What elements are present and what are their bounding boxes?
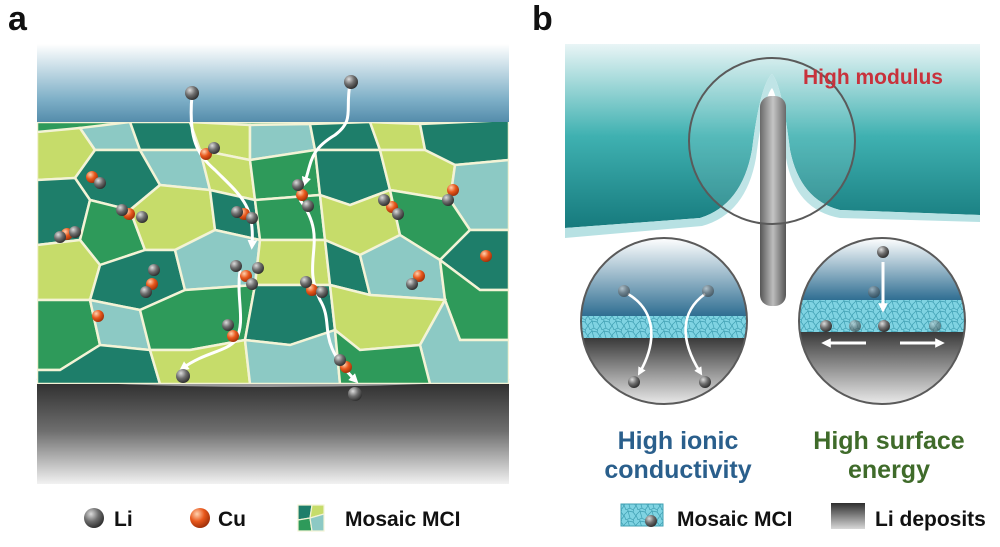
li-atom xyxy=(116,204,128,216)
ionic-label-line1: High ionic xyxy=(618,427,739,455)
li-atom xyxy=(292,179,304,191)
li-atom xyxy=(69,226,81,238)
li-atom xyxy=(378,194,390,206)
li-atom xyxy=(300,276,312,288)
mosaic-layer-strip xyxy=(581,316,747,338)
li-atom xyxy=(316,286,328,298)
cu-atom xyxy=(413,270,425,282)
li-atom xyxy=(246,212,258,224)
legend-a-label-cu: Cu xyxy=(218,508,246,531)
li-atom xyxy=(628,376,640,388)
li-atom-icon xyxy=(84,508,104,528)
li-atom xyxy=(392,208,404,220)
li-atom xyxy=(618,285,630,297)
li-atom xyxy=(877,246,889,258)
li-atom xyxy=(231,206,243,218)
li-atom xyxy=(208,142,220,154)
li-atom xyxy=(348,387,362,401)
li-atom xyxy=(645,515,657,527)
cu-atom xyxy=(296,189,308,201)
surface-energy-zoom xyxy=(798,237,966,405)
li-atom xyxy=(849,320,861,332)
li-atom xyxy=(230,260,242,272)
li-atom xyxy=(222,319,234,331)
li-atom xyxy=(148,264,160,276)
mosaic-mci-layer xyxy=(37,122,509,384)
li-atom xyxy=(820,320,832,332)
surface-label-line2: energy xyxy=(848,456,930,484)
li-atom xyxy=(344,75,358,89)
li-metal-anode xyxy=(37,378,509,484)
li-atom xyxy=(136,211,148,223)
li-atom xyxy=(699,376,711,388)
high-modulus-zoom-circle xyxy=(688,57,856,225)
li-atom xyxy=(252,262,264,274)
panel-label-b: b xyxy=(532,0,553,38)
ionic-label-line2: conductivity xyxy=(604,456,751,484)
li-atom xyxy=(176,369,190,383)
li-dendrite xyxy=(760,96,786,306)
li-atom xyxy=(140,286,152,298)
legend-a: Li Cu Mosaic MCI xyxy=(84,504,461,532)
cu-atom-icon xyxy=(190,508,210,528)
li-atom xyxy=(929,320,941,332)
li-atom xyxy=(246,278,258,290)
li-atom xyxy=(868,286,880,298)
ionic-conductivity-zoom xyxy=(580,237,748,405)
legend-b-label-mosaic: Mosaic MCI xyxy=(677,508,793,531)
li-atom xyxy=(334,354,346,366)
legend-b-label-deposits: Li deposits xyxy=(875,508,986,531)
mci-protective-layer xyxy=(565,44,980,228)
legend-a-label-li: Li xyxy=(114,508,133,531)
panel-label-a: a xyxy=(8,0,28,38)
li-atom xyxy=(878,320,890,332)
mosaic-mci-icon xyxy=(297,504,325,532)
li-atoms xyxy=(54,75,454,401)
high-modulus-label: High modulus xyxy=(803,66,943,89)
surface-label-line1: High surface xyxy=(813,427,965,455)
li-atom xyxy=(185,86,199,100)
cu-atoms xyxy=(61,148,492,373)
cu-atom xyxy=(227,330,239,342)
cu-atom xyxy=(480,250,492,262)
panel-b-scene: High modulus xyxy=(565,44,980,484)
li-deposit-icon xyxy=(831,503,865,529)
panel-a-scene xyxy=(36,44,510,484)
li-atom xyxy=(702,285,714,297)
li-atom xyxy=(442,194,454,206)
legend-b: Mosaic MCI Li deposits xyxy=(620,503,986,531)
li-atom xyxy=(406,278,418,290)
li-atom xyxy=(54,231,66,243)
cu-atom xyxy=(447,184,459,196)
legend-a-label-mosaic: Mosaic MCI xyxy=(345,508,461,531)
li-atom xyxy=(302,200,314,212)
cu-atom xyxy=(92,310,104,322)
li-atom xyxy=(94,177,106,189)
